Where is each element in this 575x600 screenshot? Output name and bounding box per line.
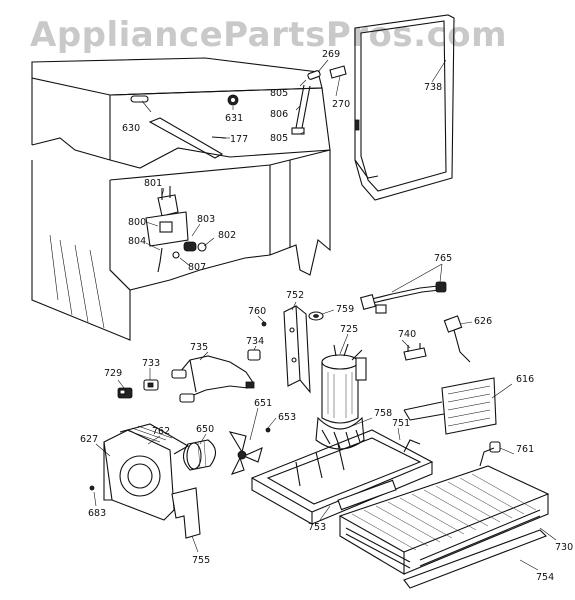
callout-738: 738 <box>424 82 442 93</box>
callout-631: 631 <box>225 113 243 124</box>
part-626 <box>443 315 471 363</box>
wire-harness-765 <box>359 281 447 314</box>
base-pan-751 <box>250 429 434 525</box>
callout-759: 759 <box>336 304 354 315</box>
callout-650: 650 <box>196 424 214 435</box>
callout-761: 761 <box>516 444 534 455</box>
callout-730: 730 <box>555 542 573 553</box>
callout-802: 802 <box>218 230 236 241</box>
part-760-screw <box>261 321 267 327</box>
switch-parts <box>145 186 207 273</box>
part-761 <box>489 441 501 453</box>
callout-800: 800 <box>128 217 146 228</box>
part-740 <box>403 343 427 361</box>
watermark-text: AppliancePartsPros.com <box>30 15 507 55</box>
callout-270: 270 <box>332 99 350 110</box>
leader-lines <box>93 59 557 571</box>
callout-806: 806 <box>270 109 288 120</box>
callout-627: 627 <box>80 434 98 445</box>
callout-752: 752 <box>286 290 304 301</box>
callout-725: 725 <box>340 324 358 335</box>
callout-616: 616 <box>516 374 534 385</box>
callout-760: 760 <box>248 306 266 317</box>
fan-blade-651 <box>228 431 263 475</box>
callout-269: 269 <box>322 49 340 60</box>
callout-805-bottom: 805 <box>270 133 288 144</box>
callout-762: 762 <box>152 426 170 437</box>
callout-804: 804 <box>128 236 146 247</box>
callout-740: 740 <box>398 329 416 340</box>
part-733 <box>143 379 159 391</box>
callout-labels: 630 631 177 269 270 805 806 805 738 801 … <box>80 49 573 583</box>
part-755-bracket <box>171 487 201 539</box>
callout-630: 630 <box>122 123 140 134</box>
callout-751: 751 <box>392 418 410 429</box>
callout-807: 807 <box>188 262 206 273</box>
part-630-shape <box>130 95 149 103</box>
drain-tube-assembly <box>291 65 347 135</box>
callout-653: 653 <box>278 412 296 423</box>
callout-734: 734 <box>246 336 264 347</box>
part-683-screw <box>89 485 95 491</box>
callout-177: 177 <box>230 134 248 145</box>
part-753-shape <box>337 479 397 511</box>
callout-729: 729 <box>104 368 122 379</box>
callout-803: 803 <box>197 214 215 225</box>
callout-765: 765 <box>434 253 452 264</box>
callout-626: 626 <box>474 316 492 327</box>
part-653 <box>265 427 271 433</box>
refrigerator-cabinet <box>31 57 331 341</box>
condenser-730 <box>338 447 550 575</box>
callout-753: 753 <box>308 522 326 533</box>
callout-733: 733 <box>142 358 160 369</box>
callout-801: 801 <box>144 178 162 189</box>
callout-805-top: 805 <box>270 88 288 99</box>
callout-683: 683 <box>88 508 106 519</box>
door-gasket-738 <box>354 14 455 201</box>
callout-758: 758 <box>374 408 392 419</box>
part-729 <box>117 387 133 399</box>
part-734 <box>247 349 261 361</box>
part-759 <box>308 311 324 321</box>
callout-755: 755 <box>192 555 210 566</box>
fan-motor-650 <box>182 439 217 471</box>
callout-735: 735 <box>190 342 208 353</box>
callout-651: 651 <box>254 398 272 409</box>
fan-shroud-762 <box>103 423 190 521</box>
compressor-725 <box>315 343 367 450</box>
part-754-tray <box>403 529 547 589</box>
part-616 <box>403 377 497 435</box>
part-752-bracket <box>283 305 311 394</box>
wiring-735 <box>171 355 255 403</box>
callout-754: 754 <box>536 572 554 583</box>
